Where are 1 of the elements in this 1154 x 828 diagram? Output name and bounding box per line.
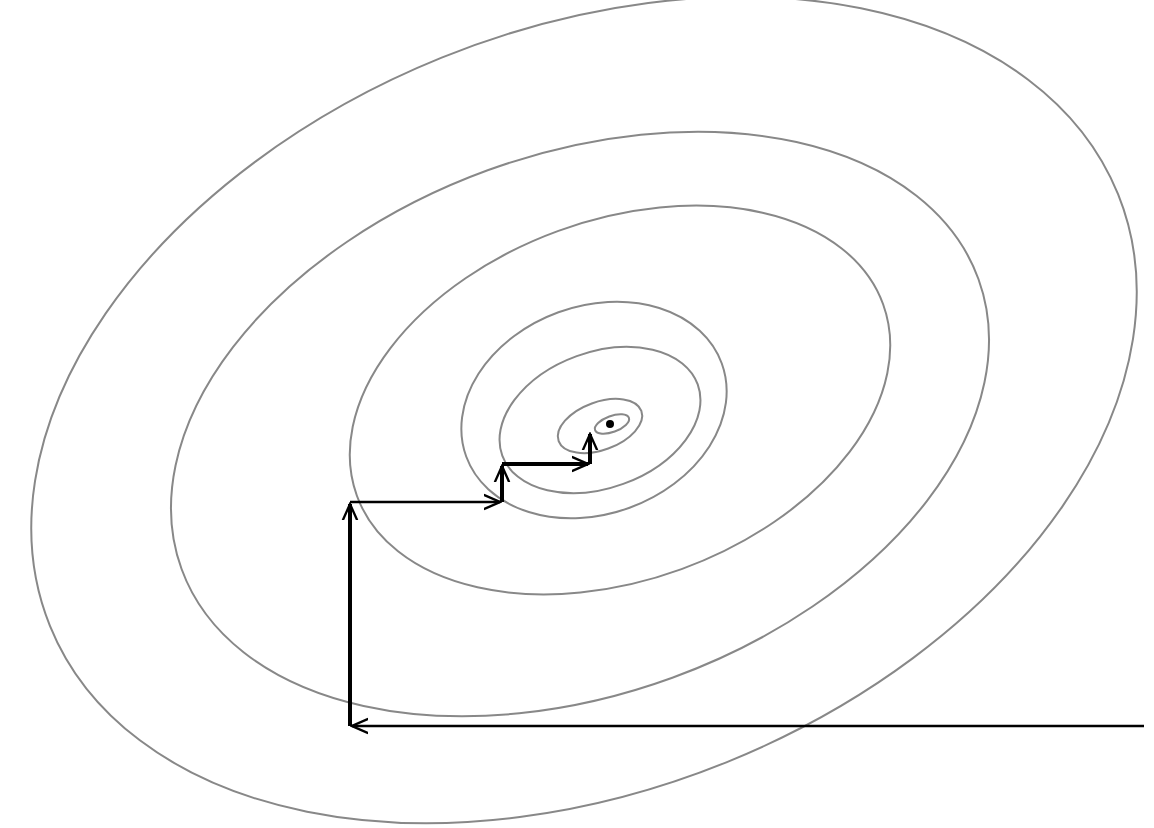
minimum-point (606, 420, 614, 428)
